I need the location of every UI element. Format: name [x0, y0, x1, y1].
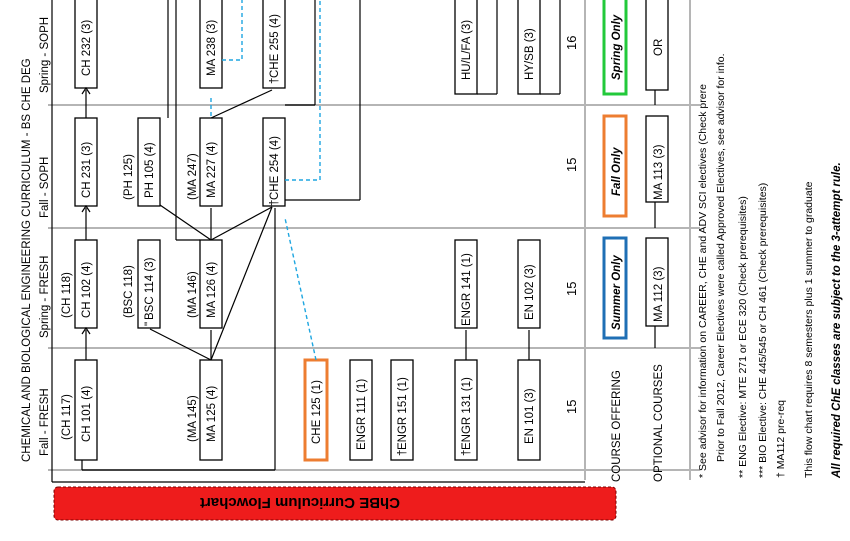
course-ma125: MA 125 (4): [206, 386, 218, 442]
course-ch232: CH 232 (3): [81, 20, 93, 76]
flowchart-tab-bg[interactable]: [53, 486, 617, 521]
course-hulfa: HU/L/FA (3): [461, 20, 473, 80]
course-hysb: HY/SB (3): [524, 28, 536, 80]
note-eng-elective: ** ENG Elective: MTE 271 or ECE 320 (Che…: [737, 196, 749, 478]
prereq-bsc118: (BSC 118): [123, 265, 135, 318]
spring-only-label: Spring Only: [611, 14, 623, 80]
course-che125: CHE 125 (1): [311, 380, 323, 444]
semester-label-fall-soph: Fall - SOPH: [39, 157, 51, 218]
course-box-or: [645, 0, 669, 91]
course-box-en102: [517, 239, 541, 329]
credits-fall-fresh: 15: [564, 400, 579, 414]
semester-label-spring-soph: Spring - SOPH: [39, 17, 51, 93]
fall-only-label: Fall Only: [611, 147, 623, 196]
course-box-bsc114: [137, 239, 161, 329]
course-box-engr141: [454, 239, 478, 329]
footnotes: * See advisor for information on CAREER,…: [697, 53, 843, 479]
course-en101: EN 101 (3): [524, 388, 536, 444]
optional-courses-label: OPTIONAL COURSES: [653, 364, 665, 482]
fall-only-box: [602, 114, 628, 218]
credits-spring-soph: 16: [564, 36, 579, 50]
flowchart-tab[interactable]: ChBE Curriculum Flowchart: [53, 486, 617, 521]
course-ma112: MA 112 (3): [653, 266, 665, 322]
course-ch102: CH 102 (4): [81, 262, 93, 318]
prereq-ma247: (MA 247): [187, 153, 199, 200]
course-offering: COURSE OFFERING Summer Only Fall Only Sp…: [602, 0, 628, 482]
prereq-ch117: (CH 117): [61, 394, 73, 440]
note-3-attempt-rule: All required ChE classes are subject to …: [831, 162, 843, 479]
note-bio-elective: *** BIO Elective: CHE 445/545 or CH 461 …: [757, 183, 769, 478]
note-8-semesters: This flow chart requires 8 semesters plu…: [803, 181, 815, 478]
course-en102: EN 102 (3): [524, 264, 536, 320]
connectors: [81, 0, 656, 471]
page-title: CHEMICAL AND BIOLOGICAL ENGINEERING CURR…: [21, 58, 33, 462]
prereq-ch118: (CH 118): [61, 272, 73, 318]
column-fall-soph: CH 231 (3) PH 105 (4) MA 227 (4) † CHE 2…: [74, 117, 579, 207]
course-ph105: PH 105 (4): [144, 142, 156, 198]
prereq-ma145: (MA 145): [187, 395, 199, 442]
course-box-engr111: [349, 359, 373, 461]
summer-only-box: [602, 236, 628, 340]
optional-courses: OPTIONAL COURSES MA 112 (3) MA 113 (3) O…: [645, 0, 669, 482]
column-fall-fresh: CH 101 (4) MA 125 (4) CHE 125 (1) ENGR 1…: [74, 358, 579, 462]
course-ma227: MA 227 (4): [206, 142, 218, 198]
prereq-labels: (CH 117) (CH 118) (BSC 118) (MA 145) (MA…: [61, 153, 199, 442]
course-box-ph105: [137, 117, 161, 207]
course-box-ma238: [199, 0, 223, 89]
course-offering-label: COURSE OFFERING: [611, 370, 623, 482]
course-bsc114: BSC 114 (3): [144, 257, 156, 320]
course-box-hulfa: [454, 0, 478, 95]
dagger-che254: †: [269, 200, 281, 206]
course-box-ma112: [645, 237, 669, 327]
note-advisor: * See advisor for information on CAREER,…: [697, 84, 709, 478]
summer-only-label: Summer Only: [611, 255, 623, 330]
dagger-che255: †: [269, 78, 281, 84]
course-ch231: CH 231 (3): [81, 142, 93, 198]
course-ma126: MA 126 (4): [206, 262, 218, 318]
course-box-che254: [262, 117, 286, 207]
prereq-ma146: (MA 146): [187, 271, 199, 318]
course-engr141: ENGR 141 (1): [461, 253, 473, 326]
course-ma113: MA 113 (3): [653, 144, 665, 200]
course-or: OR: [653, 39, 665, 56]
dagger-engr151: †: [397, 450, 409, 456]
credits-spring-fresh: 15: [564, 282, 579, 296]
note-ma112-prereq: † MA112 pre-req: [775, 400, 787, 478]
dagger-engr131: †: [461, 450, 473, 456]
course-box-ma113: [645, 115, 669, 203]
dquote-bsc114: ": [144, 322, 156, 326]
dashed-links: [210, 0, 321, 361]
column-spring-fresh: CH 102 (4) " BSC 114 (3) MA 126 (4) ENGR…: [74, 239, 579, 329]
course-box-hysb: [517, 0, 541, 95]
prereq-ph125: (PH 125): [123, 154, 135, 200]
spring-only-box: [602, 0, 628, 96]
course-ch101: CH 101 (4): [81, 386, 93, 442]
course-engr131: ENGR 131 (1): [461, 377, 473, 450]
course-che254: CHE 254 (4): [269, 136, 281, 200]
flowchart-tab-label: ChBE Curriculum Flowchart: [200, 494, 400, 511]
course-ma238: MA 238 (3): [206, 20, 218, 76]
header: CHEMICAL AND BIOLOGICAL ENGINEERING CURR…: [21, 17, 51, 462]
note-career-electives: Prior to Fall 2012, Career Electives wer…: [715, 53, 727, 462]
semester-label-spring-fresh: Spring - FRESH: [39, 256, 51, 338]
course-box-engr151: [390, 359, 414, 461]
course-engr111: ENGR 111 (1): [356, 379, 368, 450]
course-engr151: ENGR 151 (1): [397, 377, 409, 450]
semester-label-fall-fresh: Fall - FRESH: [39, 388, 51, 456]
column-spring-soph: CH 232 (3) MA 238 (3) † CHE 255 (4) HU/L…: [74, 0, 579, 95]
course-che255: CHE 255 (4): [269, 14, 281, 78]
course-box-che255: [262, 0, 286, 89]
credits-fall-soph: 15: [564, 158, 579, 172]
